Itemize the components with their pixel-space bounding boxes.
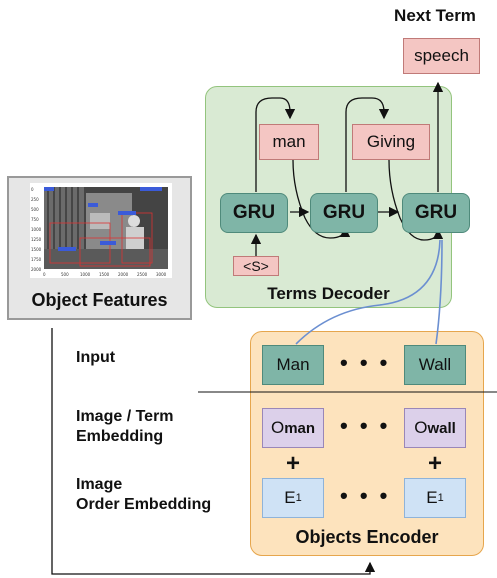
x-tick: 2500 bbox=[137, 272, 148, 277]
x-tick: 1000 bbox=[80, 272, 91, 277]
term-embedding-row-label: Image / Term Embedding bbox=[76, 408, 174, 445]
start-token: <S> bbox=[233, 256, 279, 276]
y-tick: 250 bbox=[31, 197, 39, 202]
y-tick: 1750 bbox=[31, 257, 42, 262]
gru-cell-2: GRU bbox=[310, 193, 378, 233]
y-tick: 500 bbox=[31, 207, 39, 212]
term-embedding-ellipsis: • • • bbox=[340, 413, 391, 438]
objects-encoder-title: Objects Encoder bbox=[295, 527, 439, 547]
x-tick: 0 bbox=[43, 272, 46, 277]
plus-left: + bbox=[286, 450, 301, 477]
y-tick: 1500 bbox=[31, 247, 42, 252]
next-term-word: speech bbox=[403, 38, 480, 74]
gru-cell-3: GRU bbox=[402, 193, 470, 233]
object-features-title: Object Features bbox=[31, 290, 168, 310]
decoder-word-man: man bbox=[259, 124, 319, 160]
input-wall: Wall bbox=[404, 345, 466, 385]
next-term-title: Next Term bbox=[394, 6, 476, 25]
order-embedding-ellipsis: • • • bbox=[340, 483, 391, 508]
x-tick: 1500 bbox=[99, 272, 110, 277]
input-ellipsis: • • • bbox=[340, 350, 391, 375]
input-row-label: Input bbox=[76, 349, 116, 366]
x-tick: 3000 bbox=[156, 272, 167, 277]
y-tick: 750 bbox=[31, 217, 39, 222]
input-man: Man bbox=[262, 345, 324, 385]
y-tick: 2000 bbox=[31, 267, 42, 272]
gru-cell-1: GRU bbox=[220, 193, 288, 233]
y-tick: 1250 bbox=[31, 237, 42, 242]
x-tick: 500 bbox=[61, 272, 69, 277]
y-tick: 0 bbox=[31, 187, 34, 192]
y-tick: 1000 bbox=[31, 227, 42, 232]
order-embedding-row-label: Image Order Embedding bbox=[76, 476, 212, 513]
decoder-word-giving: Giving bbox=[352, 124, 430, 160]
x-tick: 2000 bbox=[118, 272, 129, 277]
object-features-image: 0 250 500 750 1000 1250 1500 1750 2000 0… bbox=[30, 183, 172, 278]
plus-right: + bbox=[428, 450, 443, 477]
terms-decoder-title: Terms Decoder bbox=[267, 284, 390, 303]
